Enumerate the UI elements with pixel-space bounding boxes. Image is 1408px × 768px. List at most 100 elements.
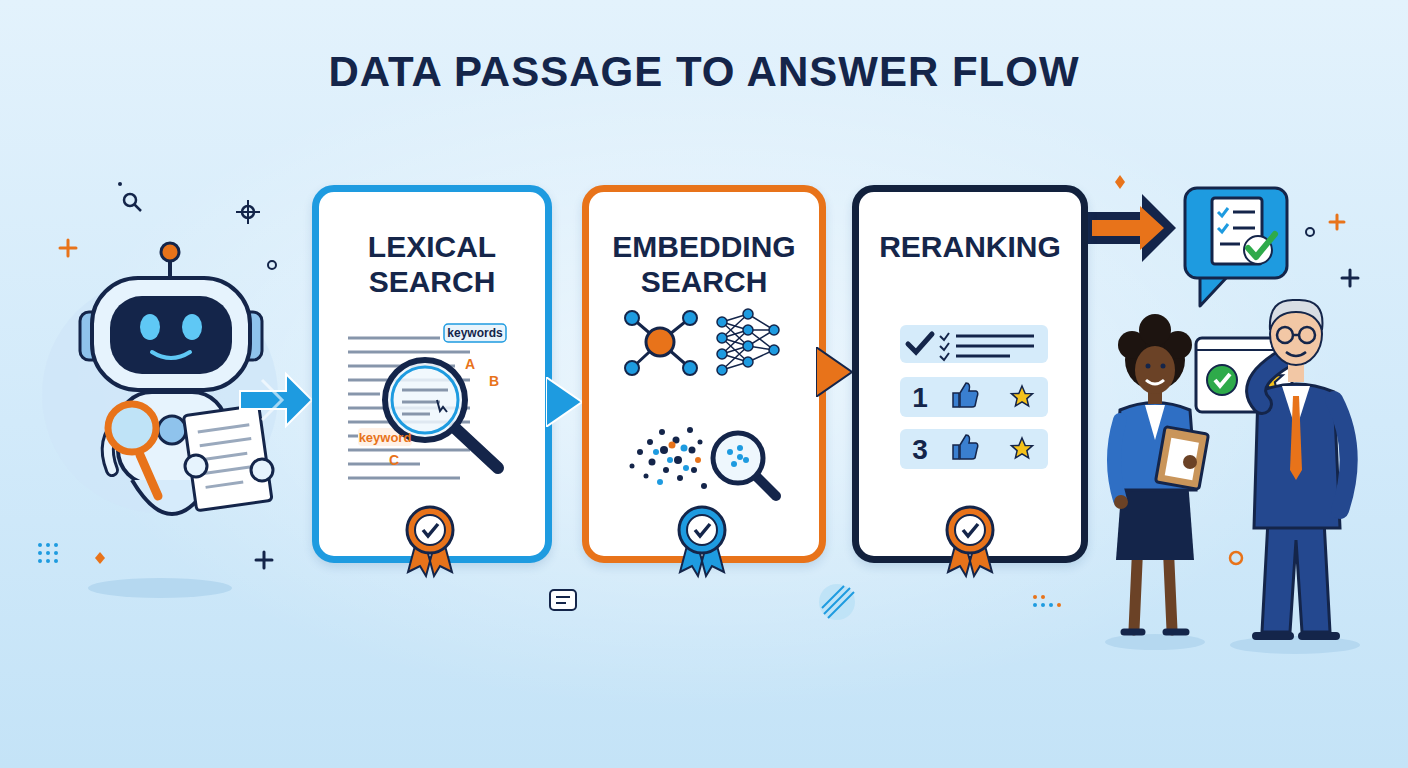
robot-illustration — [92, 278, 250, 390]
reranking-illustration — [1012, 386, 1033, 406]
decoration — [38, 559, 42, 563]
presenter-screen — [1253, 365, 1282, 393]
decoration — [95, 552, 105, 564]
reranking-illustration — [900, 429, 1048, 469]
embedding-illustration — [748, 314, 774, 362]
award-badge — [947, 507, 993, 576]
embedding-illustration — [717, 349, 727, 359]
decoration — [550, 590, 576, 610]
decoration — [54, 559, 58, 563]
input-arrow — [240, 374, 312, 426]
woman-illustration — [1105, 634, 1205, 650]
embedding-illustration — [669, 442, 676, 449]
lexical-illustration — [455, 428, 498, 468]
answer-bubble — [1248, 234, 1275, 257]
decoration — [822, 586, 854, 618]
woman-illustration — [1125, 330, 1185, 390]
embedding-illustration — [722, 314, 774, 370]
process-panel: LEXICAL SEARCH — [312, 185, 552, 563]
woman-illustration — [1145, 405, 1165, 440]
embedding-illustration — [644, 474, 649, 479]
man-illustration — [1254, 384, 1340, 528]
output-arrow — [1088, 194, 1176, 262]
man-illustration — [1256, 350, 1300, 404]
man-illustration — [1334, 400, 1349, 510]
embedding-illustration — [669, 442, 702, 464]
award-badge — [963, 524, 978, 536]
man-illustration — [1230, 300, 1360, 654]
embedding-illustration — [630, 464, 635, 469]
reranking-illustration — [953, 435, 978, 459]
robot-illustration — [185, 455, 207, 477]
lexical-illustration — [437, 400, 447, 412]
embedding-illustration — [743, 457, 749, 463]
keyword-tag: A — [465, 356, 475, 372]
decoration — [46, 543, 50, 547]
embedding-illustration — [683, 465, 689, 471]
decoration — [1033, 603, 1037, 607]
panel-heading: EMBEDDING SEARCH — [589, 230, 819, 299]
decoration — [38, 175, 1358, 620]
decoration — [819, 584, 855, 620]
robot-illustration — [132, 480, 212, 514]
robot-illustration — [158, 416, 186, 444]
answer-bubble — [1218, 208, 1228, 232]
background-glow — [64, 50, 1344, 710]
embedding-illustration — [646, 328, 674, 356]
robot-illustration — [251, 459, 273, 481]
reranking-illustration — [1012, 438, 1033, 458]
embedding-illustration — [625, 309, 779, 496]
keyword-tag: keyword — [359, 430, 412, 445]
man-illustration — [1286, 352, 1306, 356]
award-badge — [680, 542, 724, 576]
decoration — [242, 206, 254, 218]
man-illustration — [1270, 303, 1322, 365]
woman-illustration — [1165, 438, 1199, 480]
embedding-illustration — [625, 311, 639, 325]
embedding-illustration — [695, 457, 701, 463]
robot-illustration — [118, 392, 226, 484]
woman-illustration — [1114, 495, 1128, 509]
keyword-tag: C — [389, 452, 399, 468]
woman-illustration — [1148, 388, 1162, 404]
lexical-illustration — [348, 324, 506, 478]
embedding-illustration — [689, 447, 696, 454]
rank-number: 1 — [912, 382, 928, 414]
robot-illustration — [140, 455, 158, 496]
decoration — [1033, 595, 1061, 607]
reranking-illustration — [953, 383, 978, 407]
man-illustration — [1299, 327, 1315, 343]
keyword-tag: keywords — [447, 326, 502, 340]
embedding-illustration — [647, 439, 653, 445]
embedding-illustration — [691, 467, 697, 473]
woman-illustration — [1183, 455, 1197, 469]
robot-illustration — [80, 312, 102, 360]
embedding-illustration — [743, 309, 753, 319]
embedding-illustration — [681, 445, 688, 452]
answer-bubble — [1185, 188, 1287, 278]
woman-illustration — [1118, 331, 1146, 359]
embedding-illustration — [673, 437, 680, 444]
award-badge — [408, 542, 452, 576]
embedding-illustration — [769, 325, 779, 335]
embedding-illustration — [683, 361, 697, 375]
decoration — [46, 551, 50, 555]
reranking-illustration — [960, 435, 978, 459]
flow-arrow — [826, 365, 852, 379]
award-badge — [679, 507, 725, 553]
embedding-illustration — [717, 317, 727, 327]
answer-bubble — [1185, 188, 1287, 306]
reranking-illustration — [960, 383, 978, 407]
robot-illustration — [152, 352, 190, 358]
decoration — [38, 543, 1053, 607]
answer-bubble — [1220, 212, 1255, 244]
woman-illustration — [1155, 427, 1208, 490]
woman-illustration — [1161, 364, 1166, 369]
flow-arrow — [552, 395, 582, 409]
rank-number: 3 — [912, 434, 928, 466]
process-panel: RERANKING — [852, 185, 1088, 563]
man-illustration — [1277, 327, 1293, 343]
embedding-illustration — [657, 479, 663, 485]
decoration — [46, 559, 50, 563]
